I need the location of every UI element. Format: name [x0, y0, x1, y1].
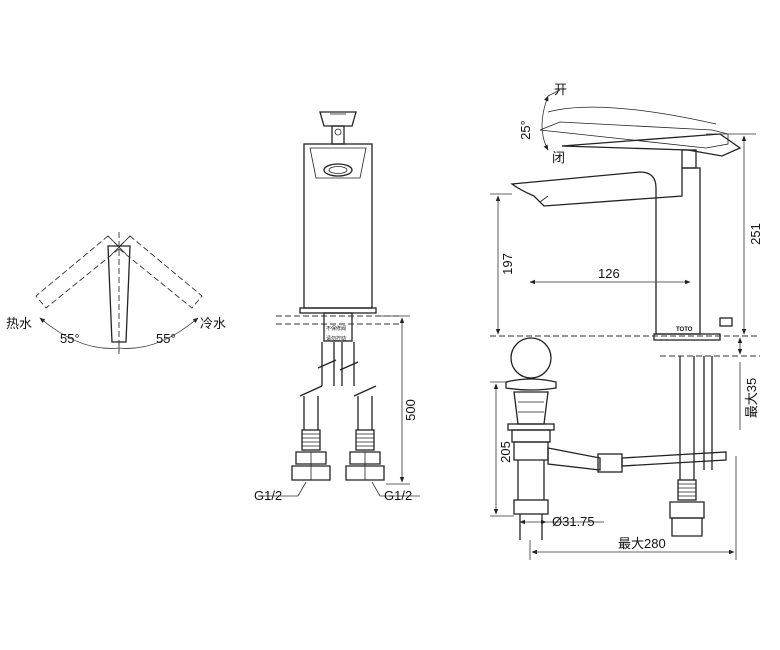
dim-205: 205: [498, 441, 513, 463]
hose-knurl-right: [345, 429, 385, 481]
hose-note-2: 请勿拧动: [326, 335, 346, 342]
top-view-rotation: 热水 冷水 55° 55°: [6, 232, 226, 354]
open-label: 开: [554, 82, 567, 97]
side-view: 开 闭 25° TOTO 251 197 126: [490, 82, 763, 560]
angle-25-label: 25°: [518, 120, 533, 140]
brand-label: TOTO: [676, 327, 693, 333]
angle-left-label: 55°: [60, 331, 80, 346]
front-view: 不保修阀 请勿拧动 500: [254, 111, 420, 503]
dim-126: 126: [598, 266, 620, 281]
thread-left-label: G1/2: [254, 488, 282, 503]
dim-500: 500: [403, 399, 418, 421]
max35-label: 最大35: [744, 378, 759, 418]
dim-197: 197: [500, 253, 515, 275]
cold-water-label: 冷水: [200, 316, 226, 331]
closed-label: 闭: [552, 150, 565, 165]
max280-label: 最大280: [618, 536, 666, 551]
thread-right-label: G1/2: [384, 488, 412, 503]
hose-note-1: 不保修阀: [326, 325, 346, 332]
dim-251: 251: [748, 223, 763, 245]
hose-knurl-left: [291, 429, 331, 481]
hot-water-label: 热水: [6, 316, 32, 331]
diameter-label: Ø31.75: [552, 514, 595, 529]
angle-right-label: 55°: [156, 331, 176, 346]
